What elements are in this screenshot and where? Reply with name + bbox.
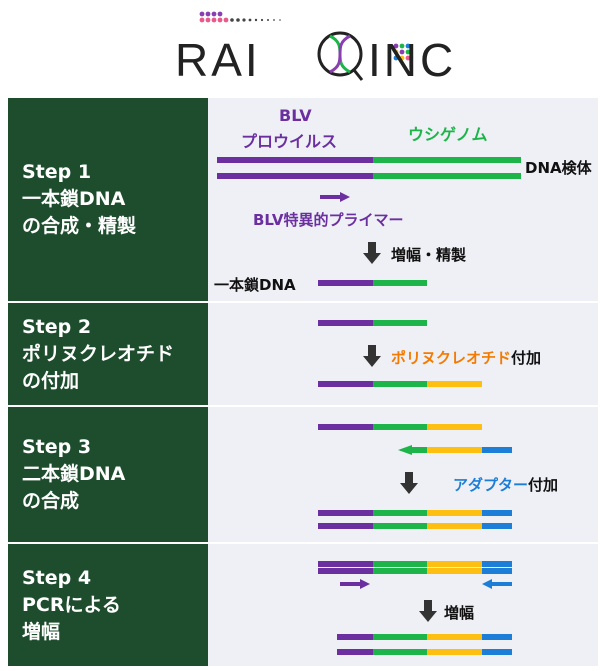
step3-line3: の合成 (22, 490, 80, 512)
amplicon1-genome (373, 634, 427, 640)
blv-label-line1: BLV (279, 106, 312, 125)
adapter-text: アダプター (453, 476, 529, 494)
dsdna-strand1-genome (373, 510, 427, 516)
step4-template1-polynucleotide (427, 561, 482, 567)
step4-forward-primer-arrow (340, 579, 370, 589)
step4-label: Step 4 PCRによる 増幅 (8, 544, 208, 666)
step4-process-label: 増幅 (444, 604, 475, 622)
step2-process-label: ポリヌクレオチド付加 (391, 347, 541, 368)
step3-top-genome (373, 424, 427, 430)
dsdna-strand2-blv (318, 523, 373, 529)
blv-primer-arrow (320, 192, 350, 202)
step3-extension-polynucleotide (427, 447, 482, 453)
step1-line2: 一本鎖DNA (22, 188, 126, 210)
step4-template2-polynucleotide (427, 568, 482, 574)
dna-sample-strand1-genome (373, 157, 521, 163)
step3-down-arrow (400, 472, 418, 494)
dsdna-strand1-polynucleotide (427, 510, 482, 516)
step4-down-arrow (419, 600, 437, 622)
step4-title: Step 4 (22, 566, 92, 589)
logo-dots (199, 11, 411, 61)
step3-top-polynucleotide (427, 424, 482, 430)
ssdna-label: 一本鎖DNA (214, 276, 296, 294)
step4-template1-genome (373, 561, 427, 567)
step1-title: Step 1 (22, 161, 92, 183)
amplicon2-adapter (482, 649, 512, 655)
amplify-purify-label: 増幅・精製 (391, 246, 467, 264)
step4-template2-genome (373, 568, 427, 574)
amplicon1-polynucleotide (427, 634, 482, 640)
step3-extension-genome (410, 447, 427, 453)
step2-suffix: 付加 (511, 349, 542, 367)
amplicon1-adapter (482, 634, 512, 640)
dsdna-strand2-polynucleotide (427, 523, 482, 529)
step3-label: Step 3 二本鎖DNA の合成 (8, 407, 208, 542)
step3-process-label: アダプター付加 (453, 474, 558, 495)
step1-down-arrow (363, 242, 381, 264)
step1-panel (208, 98, 598, 301)
amplicon1-blv (337, 634, 373, 640)
step3-suffix: 付加 (528, 476, 559, 494)
ssdna-blv (318, 280, 373, 286)
step2-result-genome (373, 381, 427, 387)
primer-label: BLV特異的プライマー (253, 211, 404, 229)
dna-sample-strand2-genome (373, 173, 521, 179)
dna-sample-strand2-blv (217, 173, 373, 179)
step3-title: Step 3 (22, 436, 92, 458)
dsdna-strand1-adapter (482, 510, 512, 516)
blv-label-line2: プロウイルス (241, 132, 338, 151)
dsdna-strand2-adapter (482, 523, 512, 529)
step4-template1-blv (318, 561, 373, 567)
step1-label: Step 1 一本鎖DNA の合成・精製 (8, 98, 208, 301)
step4-line3: 増幅 (22, 620, 61, 643)
amplicon2-genome (373, 649, 427, 655)
step2-title: Step 2 (22, 315, 92, 338)
step4-template1-adapter (482, 561, 512, 567)
step2-result-polynucleotide (427, 381, 482, 387)
step3-line2: 二本鎖DNA (22, 463, 126, 485)
dna-sample-strand1-blv (217, 157, 373, 163)
step4-template2-blv (318, 568, 373, 574)
ssdna-genome (373, 280, 427, 286)
amplicon2-blv (337, 649, 373, 655)
dsdna-strand2-genome (373, 523, 427, 529)
step4-line2: PCRによる (22, 593, 121, 616)
step2-top-blv (318, 320, 373, 326)
dna-sample-label: DNA検体 (525, 159, 592, 177)
step2-label: Step 2 ポリヌクレオチド の付加 (8, 303, 208, 405)
step2-line3: の付加 (22, 369, 80, 392)
step2-top-genome (373, 320, 427, 326)
genome-label: ウシゲノム (408, 125, 488, 144)
step4-reverse-primer-arrow (482, 579, 512, 589)
amplicon2-polynucleotide (427, 649, 482, 655)
step2-line2: ポリヌクレオチド (22, 342, 175, 365)
step1-line3: の合成・精製 (22, 215, 137, 237)
polynucleotide-text: ポリヌクレオチド (391, 349, 512, 367)
step3-extension-adapter (482, 447, 512, 453)
dsdna-strand1-blv (318, 510, 373, 516)
step2-result-blv (318, 381, 373, 387)
step2-down-arrow (363, 345, 381, 367)
logo-q-helix (317, 31, 364, 81)
step3-top-blv (318, 424, 373, 430)
step3-extension-arrow-head (398, 445, 412, 455)
step4-template2-adapter (482, 568, 512, 574)
